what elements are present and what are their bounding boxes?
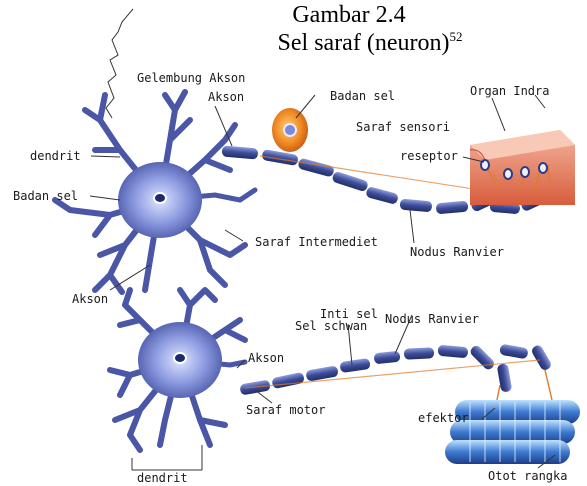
label-gelembung-akson: Gelembung Akson [137, 72, 245, 85]
caption-footnote: 52 [449, 29, 462, 44]
figure-caption-title: Sel saraf (neuron)52 [220, 24, 520, 56]
label-dendrit-bottom: dendrit [137, 472, 188, 485]
label-nodus-ranvier-bottom: Nodus Ranvier [385, 313, 479, 326]
label-dendrit-top: dendrit [30, 150, 81, 163]
label-akson-top: Akson [208, 91, 244, 104]
label-reseptor: reseptor [400, 150, 458, 163]
label-nodus-ranvier-top: Nodus Ranvier [410, 246, 504, 259]
label-badan-sel-left: Badan sel [13, 190, 78, 203]
label-akson-mid: Akson [72, 293, 108, 306]
label-saraf-motor: Saraf motor [246, 404, 325, 417]
label-sel-schwan: Sel schwan [295, 320, 367, 333]
label-organ-indra: Organ Indra [470, 85, 549, 98]
label-otot-rangka: Otot rangka [488, 470, 567, 483]
label-badan-sel-orb: Badan sel [330, 90, 395, 103]
caption-title-text: Sel saraf (neuron) [278, 30, 450, 56]
otot-rangka-muscle [445, 400, 580, 464]
label-saraf-sensori: Saraf sensori [356, 121, 450, 134]
neuron-top-nucleus [154, 193, 166, 203]
label-saraf-intermediet: Saraf Intermediet [255, 236, 378, 249]
label-efektor: efektor [418, 412, 469, 425]
label-akson-bottom: Akson [248, 352, 284, 365]
badan-sel-orb [272, 108, 308, 152]
neuron-bottom-nucleus [174, 353, 186, 363]
